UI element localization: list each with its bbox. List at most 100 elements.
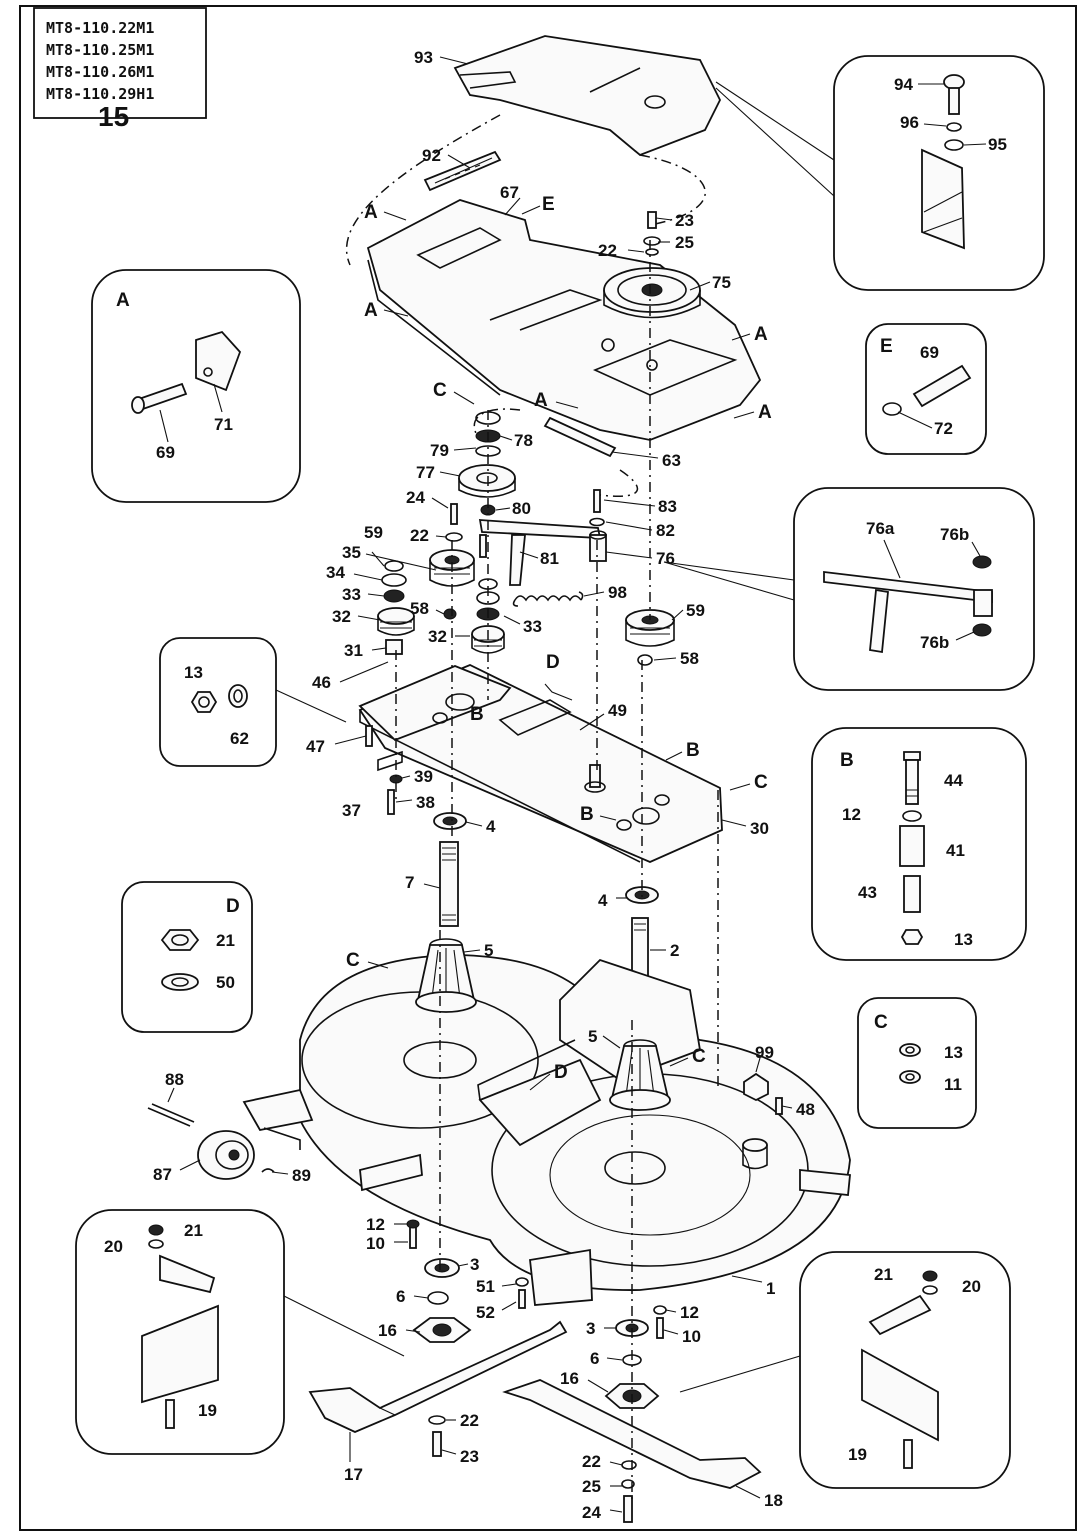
inset-blade-right: 21 20 19 <box>679 1251 1011 1489</box>
callout-labels: 93 92 67 23 25 22 75 63 78 79 77 24 80 2… <box>153 48 815 1522</box>
callout-16-left: 16 <box>378 1321 397 1340</box>
inset-b-title: B <box>840 750 854 771</box>
model-code-1: MT8-110.22M1 <box>46 19 154 37</box>
bearing-stack-left <box>377 560 415 655</box>
callout-93: 93 <box>414 48 433 67</box>
callout-7: 7 <box>405 873 414 892</box>
callout-63: 63 <box>662 451 681 470</box>
bolt-83 <box>589 489 605 527</box>
inset-b-label-44: 44 <box>944 771 963 790</box>
bolt-24-mid <box>445 503 463 542</box>
callout-51: 51 <box>476 1277 495 1296</box>
ref-b-1: B <box>470 704 484 725</box>
page-number: 15 <box>98 101 129 132</box>
callout-58-right: 58 <box>680 649 699 668</box>
callout-6-right: 6 <box>590 1349 599 1368</box>
ref-e: E <box>542 194 555 215</box>
inset-e-label-69: 69 <box>920 343 939 362</box>
roller-99 <box>742 1072 783 1170</box>
callout-83: 83 <box>658 497 677 516</box>
callout-34: 34 <box>326 563 345 582</box>
strip-63 <box>473 408 639 497</box>
inset-c-title: C <box>874 1012 888 1033</box>
bearing-stack-center <box>443 578 505 654</box>
callout-38: 38 <box>416 793 435 812</box>
inset-label-62: 62 <box>230 729 249 748</box>
callout-98: 98 <box>608 583 627 602</box>
callout-30: 30 <box>750 819 769 838</box>
callout-78: 78 <box>514 431 533 450</box>
callout-6-left: 6 <box>396 1287 405 1306</box>
callout-24-mid: 24 <box>406 488 425 507</box>
ref-c-2: C <box>754 772 768 793</box>
callout-31: 31 <box>344 641 363 660</box>
callout-16-right: 16 <box>560 1369 579 1388</box>
callout-49: 49 <box>608 701 627 720</box>
ref-d-2: D <box>554 1062 568 1083</box>
callout-32-left: 32 <box>332 607 351 626</box>
callout-33-center: 33 <box>523 617 542 636</box>
callout-75: 75 <box>712 273 731 292</box>
inset-d-label-21: 21 <box>216 931 235 950</box>
blade-18 <box>502 1379 762 1489</box>
callout-2: 2 <box>670 941 679 960</box>
inset-b-label-43: 43 <box>858 883 877 902</box>
bolt-23-top <box>643 211 661 256</box>
callout-25-top: 25 <box>675 233 694 252</box>
inset-e-title: E <box>880 336 893 357</box>
inset-label-76a: 76a <box>866 519 895 538</box>
lower-spindle-right <box>604 1305 667 1409</box>
ref-b-3: B <box>580 804 594 825</box>
callout-32-center: 32 <box>428 627 447 646</box>
model-code-4: MT8-110.29H1 <box>46 85 154 103</box>
callout-59-left: 59 <box>364 523 383 542</box>
callout-48: 48 <box>796 1100 815 1119</box>
callout-77: 77 <box>416 463 435 482</box>
inset-d: D 21 50 <box>121 881 253 1033</box>
cover-93 <box>345 35 722 266</box>
inset-idler-bar: 76a 76b 76b <box>663 487 1035 691</box>
callout-76: 76 <box>656 549 675 568</box>
callout-33-left: 33 <box>342 585 361 604</box>
inset-c-label-11: 11 <box>944 1075 962 1094</box>
inset-blade-left: 21 20 19 <box>75 1209 405 1455</box>
callout-59-right: 59 <box>686 601 705 620</box>
callout-58-left: 58 <box>410 599 429 618</box>
callout-17: 17 <box>344 1465 363 1484</box>
inset-e: E 69 72 <box>865 323 987 455</box>
callout-23-top: 23 <box>675 211 694 230</box>
inset-c-label-13: 13 <box>944 1043 963 1062</box>
callout-22-top: 22 <box>598 241 617 260</box>
inset-bl-label-20: 20 <box>104 1237 123 1256</box>
callout-10-right: 10 <box>682 1327 701 1346</box>
model-header: MT8-110.22M1 MT8-110.25M1 MT8-110.26M1 M… <box>33 7 207 132</box>
callout-79: 79 <box>430 441 449 460</box>
page-frame <box>19 5 1077 1531</box>
callout-87: 87 <box>153 1165 172 1184</box>
callout-46: 46 <box>312 673 331 692</box>
inset-label-95: 95 <box>988 135 1007 154</box>
leader-lines <box>167 56 793 1513</box>
spring-98 <box>512 591 584 607</box>
assembly-axes <box>395 240 719 1500</box>
inset-c: C 13 11 <box>857 997 977 1129</box>
inset-b-label-12: 12 <box>842 805 861 824</box>
rubber-strip-92 <box>423 150 502 192</box>
ref-c-4: C <box>692 1046 706 1067</box>
callout-22-blade: 22 <box>460 1411 479 1430</box>
callout-67: 67 <box>500 183 519 202</box>
idler-arm-76 <box>478 519 607 586</box>
callout-12-left: 12 <box>366 1215 385 1234</box>
inset-d-title: D <box>226 896 240 917</box>
callout-24-bottom: 24 <box>582 1503 601 1522</box>
inset-a-title: A <box>116 290 130 311</box>
callout-88: 88 <box>165 1070 184 1089</box>
inset-br-label-20: 20 <box>962 1277 981 1296</box>
callout-3-left: 3 <box>470 1255 479 1274</box>
spindle-housing-5-right <box>609 1039 671 1111</box>
inset-a-label-71: 71 <box>214 415 233 434</box>
blade-17 <box>308 1320 568 1433</box>
inset-label-76b-bottom: 76b <box>920 633 949 652</box>
inset-bl-label-21: 21 <box>184 1221 203 1240</box>
callout-22-bottom: 22 <box>582 1452 601 1471</box>
